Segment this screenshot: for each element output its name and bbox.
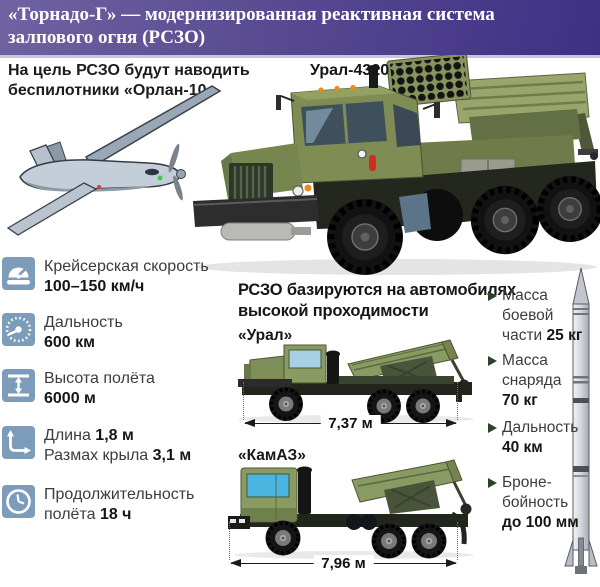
ural-side-view-illustration bbox=[238, 339, 474, 424]
intro-text: На цель РСЗО будут наводить беспилотники… bbox=[8, 62, 250, 99]
kamaz-side-view-illustration bbox=[228, 459, 474, 560]
rocket-stat-projectile-mass: Масса снаряда 70 кг bbox=[488, 351, 561, 411]
kamaz-name-label: «КамАЗ» bbox=[238, 447, 306, 464]
orlan-10-drone-illustration bbox=[6, 85, 222, 236]
speedometer-icon bbox=[2, 257, 35, 290]
title-line-2: залпового огня (РСЗО) bbox=[8, 27, 206, 48]
kamaz-length-value: 7,96 м bbox=[313, 555, 374, 572]
stat-cruise-speed: Крейсерская скорость 100–150 км/ч bbox=[2, 257, 227, 296]
clock-icon bbox=[2, 485, 35, 518]
main-truck-label: Урал-4320 bbox=[310, 62, 390, 79]
rocket-stat-armor-penetration: Броне- бойность до 100 мм bbox=[488, 473, 579, 533]
rocket-projectile-illustration bbox=[564, 267, 598, 574]
dimensions-icon bbox=[2, 426, 35, 459]
triangle-bullet-icon bbox=[488, 478, 497, 488]
range-dial-icon bbox=[2, 313, 35, 346]
rocket-stat-range: Дальность 40 км bbox=[488, 418, 578, 458]
stat-range: Дальность 600 км bbox=[2, 313, 227, 352]
stat-altitude: Высота полёта 6000 м bbox=[2, 369, 227, 408]
kamaz-length-dimension: 7,96 м bbox=[229, 522, 458, 572]
carriers-heading: РСЗО базируются на автомобилях высокой п… bbox=[238, 281, 516, 320]
title-line-1: «Торнадо-Г» — модернизированная реактивн… bbox=[8, 4, 495, 25]
stat-endurance: Продолжительность полёта 18 ч bbox=[2, 485, 227, 524]
rocket-stat-warhead-mass: Масса боевой части 25 кг bbox=[488, 286, 582, 346]
ural-length-value: 7,37 м bbox=[320, 415, 381, 432]
ural-length-dimension: 7,37 м bbox=[243, 382, 458, 432]
stat-dimensions: Длина 1,8 м Размах крыла 3,1 м bbox=[2, 426, 227, 465]
ural-4320-mlrs-illustration bbox=[192, 55, 600, 277]
ural-name-label: «Урал» bbox=[238, 327, 293, 344]
header-bar: «Торнадо-Г» — модернизированная реактивн… bbox=[0, 0, 600, 58]
altitude-icon bbox=[2, 369, 35, 402]
triangle-bullet-icon bbox=[488, 356, 497, 366]
triangle-bullet-icon bbox=[488, 291, 497, 301]
triangle-bullet-icon bbox=[488, 423, 497, 433]
